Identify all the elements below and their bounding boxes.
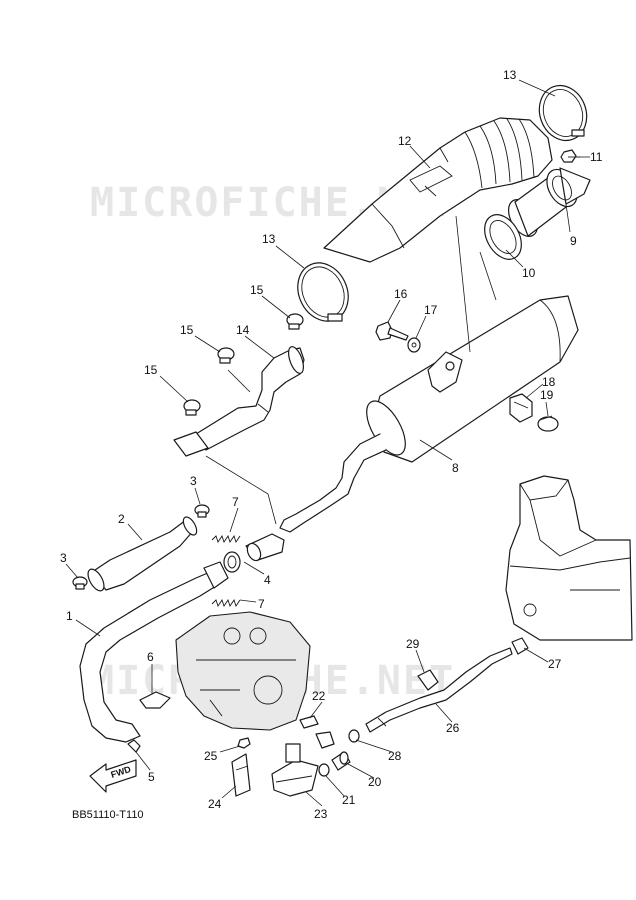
callout-labels: 13 12 11 9 10 13 15 15 14 15 16 17 18 19… bbox=[60, 68, 603, 821]
air-cut-valve-bracket-24[interactable] bbox=[231, 753, 251, 797]
gasket-10[interactable] bbox=[477, 208, 529, 266]
intermediate-pipe-2[interactable] bbox=[85, 515, 200, 594]
callout-13-lower: 13 bbox=[262, 232, 276, 246]
bolt-11[interactable] bbox=[560, 149, 580, 163]
fwd-arrow-icon: FWD bbox=[89, 759, 137, 793]
hose-26[interactable] bbox=[365, 647, 513, 733]
callout-26: 26 bbox=[446, 721, 460, 735]
callout-14: 14 bbox=[236, 323, 250, 337]
grommet-18[interactable] bbox=[509, 393, 533, 423]
cylinder-head bbox=[175, 611, 311, 731]
callout-19: 19 bbox=[540, 388, 554, 402]
band-clamp-13-top[interactable] bbox=[532, 79, 594, 147]
washer-17[interactable] bbox=[407, 337, 421, 353]
spark-arrester-9[interactable] bbox=[503, 164, 591, 241]
callout-13-top: 13 bbox=[503, 68, 517, 82]
clamp-15-middle[interactable] bbox=[217, 347, 235, 364]
muffler-protector-12[interactable] bbox=[323, 117, 553, 263]
clamp-15-top[interactable] bbox=[286, 313, 304, 330]
callout-3-upper: 3 bbox=[190, 474, 197, 488]
spring-7-upper[interactable] bbox=[211, 534, 241, 544]
callout-27: 27 bbox=[548, 657, 562, 671]
band-clamp-13-lower[interactable] bbox=[289, 255, 358, 330]
exhaust-pipe-1[interactable] bbox=[79, 561, 229, 743]
bolt-25[interactable] bbox=[237, 737, 251, 749]
callout-29: 29 bbox=[406, 637, 420, 651]
callout-1: 1 bbox=[66, 609, 73, 623]
callout-7-upper: 7 bbox=[232, 495, 239, 509]
callout-7-lower: 7 bbox=[258, 597, 265, 611]
bolt-16[interactable] bbox=[375, 321, 409, 341]
callout-4: 4 bbox=[264, 573, 271, 587]
callout-22: 22 bbox=[312, 689, 326, 703]
clip-21[interactable] bbox=[318, 763, 330, 777]
collar-19[interactable] bbox=[537, 415, 559, 432]
clip-29[interactable] bbox=[417, 669, 439, 691]
callout-6: 6 bbox=[147, 650, 154, 664]
callout-16: 16 bbox=[394, 287, 408, 301]
air-filter-case bbox=[505, 475, 633, 641]
muffler-bracket bbox=[427, 351, 463, 393]
bolt-5[interactable] bbox=[127, 739, 141, 753]
clamp-15-lower[interactable] bbox=[183, 399, 201, 416]
callout-15-lower: 15 bbox=[144, 363, 158, 377]
hose-22[interactable] bbox=[299, 715, 335, 749]
callout-8: 8 bbox=[452, 461, 459, 475]
callout-9: 9 bbox=[570, 234, 577, 248]
callout-17: 17 bbox=[424, 303, 438, 317]
callout-28: 28 bbox=[388, 749, 402, 763]
gasket-6[interactable] bbox=[139, 691, 171, 709]
muffler-8[interactable] bbox=[279, 295, 579, 533]
callout-15-top: 15 bbox=[250, 283, 264, 297]
callout-leaders bbox=[65, 79, 590, 807]
callout-10: 10 bbox=[522, 266, 536, 280]
air-cut-valve-23[interactable] bbox=[271, 743, 319, 797]
callout-23: 23 bbox=[314, 807, 328, 821]
hose-20[interactable] bbox=[331, 751, 351, 771]
callout-2: 2 bbox=[118, 512, 125, 526]
callout-25: 25 bbox=[204, 749, 218, 763]
clip-27[interactable] bbox=[511, 637, 529, 655]
header-connector bbox=[245, 533, 285, 562]
callout-21: 21 bbox=[342, 793, 356, 807]
callout-24: 24 bbox=[208, 797, 222, 811]
clamp-3-lower[interactable] bbox=[72, 576, 88, 590]
callout-11: 11 bbox=[590, 150, 603, 164]
callout-20: 20 bbox=[368, 775, 382, 789]
clip-28[interactable] bbox=[348, 729, 360, 743]
callout-15-middle: 15 bbox=[180, 323, 194, 337]
spring-7-lower[interactable] bbox=[211, 598, 241, 608]
callout-12: 12 bbox=[398, 134, 412, 148]
diagram-code: BB51110-T110 bbox=[72, 809, 144, 821]
gasket-4[interactable] bbox=[223, 551, 241, 573]
clamp-3-upper[interactable] bbox=[194, 504, 210, 518]
callout-3-lower: 3 bbox=[60, 551, 67, 565]
joint-pipe-14[interactable] bbox=[173, 345, 306, 457]
callout-18: 18 bbox=[542, 375, 556, 389]
callout-5: 5 bbox=[148, 770, 155, 784]
